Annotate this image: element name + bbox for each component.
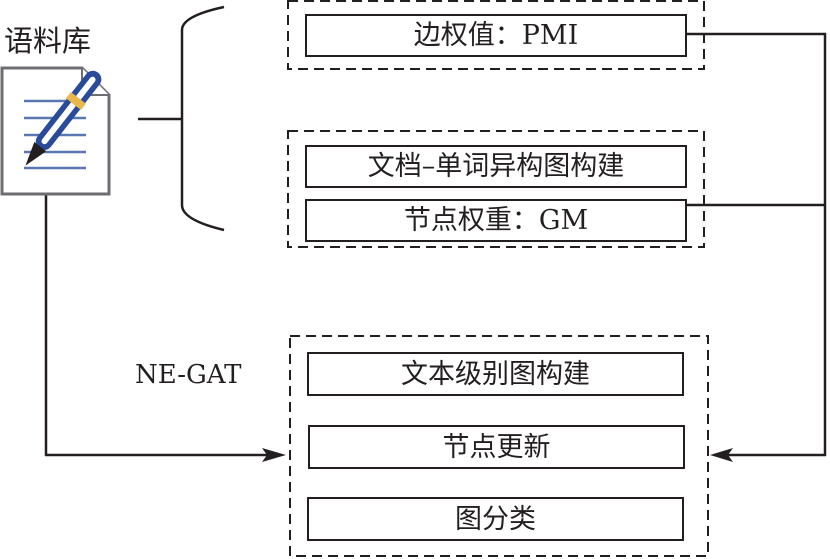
arrowhead-right-in — [710, 448, 733, 462]
node-update-box: 节点更新 — [308, 425, 685, 469]
corpus-label: 语料库 — [4, 24, 92, 58]
arrowhead-left-in — [262, 448, 286, 462]
hetero-graph-build-text: 文档–单词异构图构建 — [367, 151, 625, 182]
text-level-graph-build-box: 文本级别图构建 — [307, 352, 684, 396]
hetero-graph-build-box: 文档–单词异构图构建 — [305, 145, 687, 188]
graph-classification-box: 图分类 — [307, 497, 684, 541]
group3-dashed-container — [289, 335, 709, 557]
document-with-pen-icon — [0, 66, 111, 196]
brace — [180, 5, 225, 232]
node-weight-gm-text: 节点权重：GM — [403, 205, 589, 236]
text-level-graph-build-text: 文本级别图构建 — [401, 358, 590, 390]
edge-weight-pmi-box: 边权值：PMI — [305, 14, 687, 57]
node-update-text: 节点更新 — [442, 431, 551, 463]
group2-dashed-container — [287, 130, 705, 248]
model-label: NE-GAT — [135, 360, 242, 390]
node-weight-gm-box: 节点权重：GM — [305, 199, 687, 242]
graph-classification-text: 图分类 — [455, 503, 536, 535]
edge-weight-pmi-text: 边权值：PMI — [413, 20, 579, 51]
